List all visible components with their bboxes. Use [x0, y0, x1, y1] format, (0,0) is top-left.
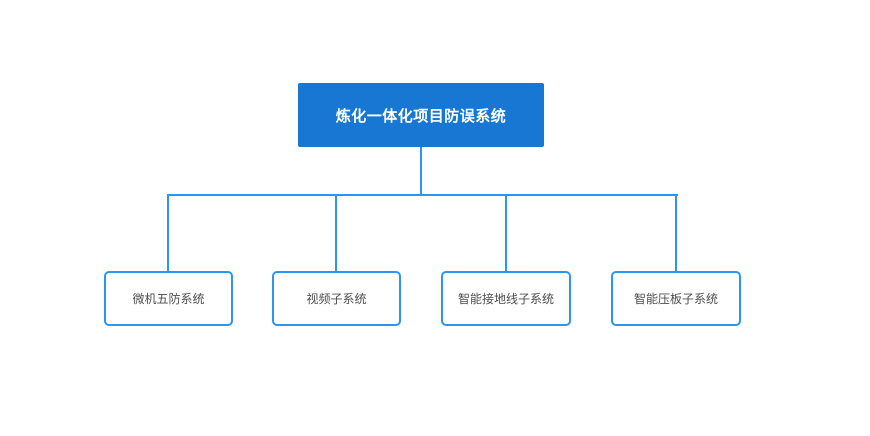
connector-drop-4	[675, 194, 677, 271]
connector-horizontal-rail	[167, 194, 678, 196]
root-node[interactable]: 炼化一体化项目防误系统	[298, 83, 544, 147]
root-node-label: 炼化一体化项目防误系统	[335, 107, 507, 125]
child-node-2[interactable]: 视频子系统	[272, 271, 401, 326]
connector-root-stem	[420, 147, 422, 195]
connector-drop-1	[167, 194, 169, 271]
child-node-label: 智能压板子系统	[633, 292, 718, 306]
child-node-label: 微机五防系统	[132, 292, 205, 306]
child-node-label: 智能接地线子系统	[457, 292, 554, 306]
child-node-3[interactable]: 智能接地线子系统	[441, 271, 571, 326]
child-node-1[interactable]: 微机五防系统	[104, 271, 233, 326]
child-node-4[interactable]: 智能压板子系统	[611, 271, 741, 326]
child-node-label: 视频子系统	[306, 292, 367, 306]
connector-drop-2	[335, 194, 337, 271]
connector-drop-3	[505, 194, 507, 271]
